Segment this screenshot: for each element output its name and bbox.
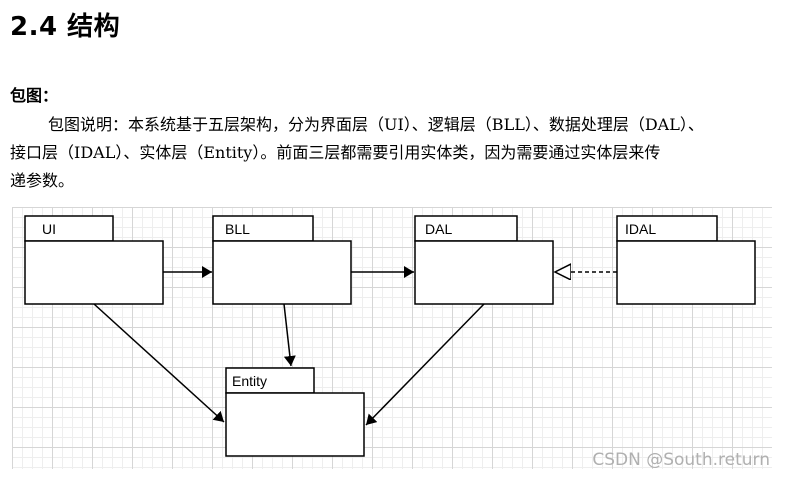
package-ui-tab: [24, 215, 114, 242]
arrow-ui-to-entity: [93, 303, 225, 423]
package-idal: IDAL: [616, 215, 756, 305]
package-dal: DAL: [414, 215, 554, 305]
package-ui: UI: [24, 215, 164, 305]
package-ui-label: UI: [42, 221, 56, 237]
package-dal-label: DAL: [425, 221, 452, 237]
paragraph-line: 递参数。: [10, 171, 75, 190]
package-bll-label: BLL: [225, 221, 250, 237]
paragraph-line: 接口层（IDAL）、实体层（Entity）。前面三层都需要引用实体类，因为需要通…: [10, 143, 661, 162]
section-heading: 2.4 结构: [10, 12, 121, 42]
package-entity: Entity: [225, 367, 365, 457]
paragraph-line: 包图说明：本系统基于五层架构，分为界面层（UI）、逻辑层（BLL）、数据处理层（…: [48, 115, 704, 134]
package-dal-body: [414, 240, 554, 305]
package-entity-tab: [225, 367, 315, 394]
arrow-dal-to-entity: [365, 303, 485, 426]
package-bll-body: [212, 240, 352, 305]
package-entity-label: Entity: [232, 373, 267, 389]
package-idal-tab: [616, 215, 718, 242]
package-entity-body: [225, 392, 365, 457]
package-bll: BLL: [212, 215, 352, 305]
package-ui-body: [24, 240, 164, 305]
arrow-bll-to-entity: [283, 303, 296, 367]
description-paragraph: 包图说明：本系统基于五层架构，分为界面层（UI）、逻辑层（BLL）、数据处理层（…: [10, 111, 780, 195]
package-bll-tab: [212, 215, 314, 242]
watermark: CSDN @South.return: [592, 450, 770, 470]
subsection-heading: 包图：: [10, 86, 59, 105]
package-idal-body: [616, 240, 756, 305]
package-idal-label: IDAL: [625, 221, 656, 237]
